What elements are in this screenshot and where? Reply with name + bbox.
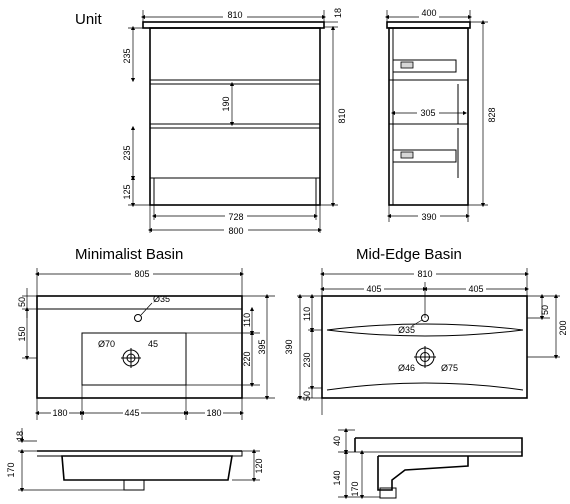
dim-mid-hole: Ø35: [398, 325, 415, 335]
dim-side-inner: 305: [420, 108, 435, 118]
dim-min-back: 150: [17, 326, 27, 341]
dim-min-hole: Ø35: [153, 294, 170, 304]
dim-mid-width: 810: [417, 269, 432, 279]
dim-min-mid: 445: [124, 408, 139, 418]
dim-min-waste: Ø70: [98, 339, 115, 349]
dim-mid-waste: Ø46: [398, 363, 415, 373]
dim-min-depth: 395: [257, 339, 267, 354]
midedge-basin-side: 40 140 170: [332, 427, 523, 500]
title-midedge: Mid-Edge Basin: [356, 246, 462, 263]
dim-side-depth-top: 400: [421, 8, 436, 18]
unit-side-view: 400 305 828 390: [384, 8, 498, 222]
dim-inner-width: 728: [228, 212, 243, 222]
dim-min-side-height: 170: [6, 462, 16, 477]
midedge-basin-plan: Mid-Edge Basin 810 405 405 Ø35 Ø46 Ø75 5…: [284, 246, 568, 415]
dim-min-side-right: 120: [254, 458, 264, 473]
dim-min-top: 50: [17, 297, 27, 307]
dim-gap: 190: [221, 96, 231, 111]
dim-drawer1: 235: [122, 48, 132, 63]
unit-front-view: Unit 810 18 235 190 235 125 810: [75, 8, 348, 236]
dim-mid-l110: 110: [302, 307, 312, 321]
dim-min-waste2: 45: [148, 339, 158, 349]
dim-mid-depth: 390: [284, 339, 294, 354]
dim-min-right: 180: [206, 408, 221, 418]
dim-min-right2: 220: [242, 351, 252, 366]
dim-unit-width-top: 810: [227, 10, 242, 20]
dim-side-height: 828: [487, 107, 497, 122]
dim-unit-top-thickness: 18: [333, 8, 343, 18]
dim-mid-half-left: 405: [366, 284, 381, 294]
dim-mid-side-top: 40: [332, 436, 342, 446]
dim-mid-waste2: Ø75: [441, 363, 458, 373]
title-minimalist: Minimalist Basin: [75, 246, 183, 263]
dim-unit-height: 810: [337, 108, 347, 123]
dim-mid-half-right: 405: [468, 284, 483, 294]
dim-mid-l230: 230: [302, 352, 312, 367]
dim-drawer2: 235: [122, 145, 132, 160]
dim-mid-l50: 50: [302, 391, 312, 401]
dim-mid-r50: 50: [540, 305, 550, 315]
dim-min-left: 180: [52, 408, 67, 418]
dim-mid-side-bowl: 140: [332, 470, 342, 485]
minimalist-basin-plan: Minimalist Basin 805 Ø35 Ø70 45 50 150: [17, 246, 275, 420]
dim-outer-width: 800: [228, 226, 243, 236]
minimalist-basin-side: 18 170 120: [6, 428, 264, 493]
title-unit: Unit: [75, 11, 103, 28]
dim-min-side-top: 18: [15, 431, 25, 441]
dim-plinth: 125: [122, 184, 132, 199]
dim-min-width: 805: [134, 269, 149, 279]
dim-min-right1: 110: [242, 313, 252, 327]
dim-mid-r200: 200: [558, 320, 568, 335]
dim-side-depth-bottom: 390: [421, 212, 436, 222]
dim-mid-side-bottom: 170: [350, 481, 360, 496]
